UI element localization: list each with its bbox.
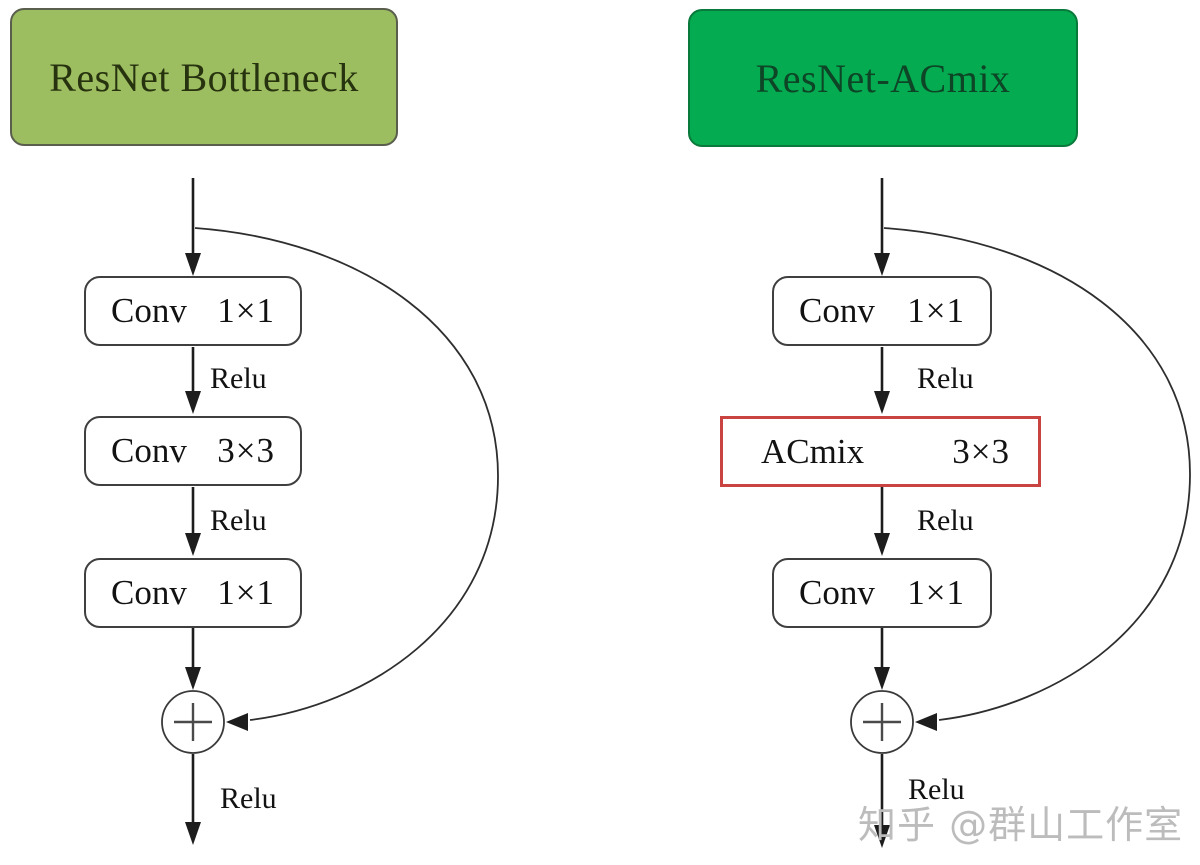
left-arrow-to-sum	[185, 628, 201, 690]
left-conv3-block: Conv 1×1	[84, 558, 302, 628]
right-output-arrow	[874, 754, 890, 848]
left-relu3-label: Relu	[220, 782, 277, 815]
left-skip-connection	[194, 227, 499, 721]
right-conv1-block: Conv 1×1	[772, 276, 992, 346]
right-skip-connection	[883, 227, 1191, 721]
left-arrow-relu1	[185, 347, 201, 414]
block-kernel-label: 1×1	[217, 291, 275, 330]
block-op-label: ACmix	[761, 431, 865, 471]
left-relu2-label: Relu	[210, 504, 267, 537]
block-op-label: Conv	[111, 431, 187, 470]
block-kernel-label: 3×3	[952, 431, 1010, 471]
right-sum-node-icon	[850, 690, 914, 754]
block-op-label: Conv	[799, 291, 875, 330]
block-op-label: Conv	[799, 573, 875, 612]
right-relu2-label: Relu	[917, 504, 974, 537]
right-arrow-relu1	[874, 347, 890, 414]
block-op-label: Conv	[111, 291, 187, 330]
block-kernel-label: 1×1	[907, 291, 965, 330]
right-arrow-to-sum	[874, 628, 890, 690]
block-kernel-label: 1×1	[217, 573, 275, 612]
left-relu1-label: Relu	[210, 362, 267, 395]
right-relu3-label: Relu	[908, 773, 965, 806]
block-op-label: Conv	[111, 573, 187, 612]
right-acmix-block: ACmix 3×3	[720, 416, 1041, 487]
left-arrow-relu2	[185, 487, 201, 556]
block-kernel-label: 1×1	[907, 573, 965, 612]
left-conv2-block: Conv 3×3	[84, 416, 302, 486]
left-input-arrow	[185, 178, 201, 276]
right-relu1-label: Relu	[917, 362, 974, 395]
right-arrow-relu2	[874, 487, 890, 556]
left-output-arrow	[185, 754, 201, 845]
left-conv1-block: Conv 1×1	[84, 276, 302, 346]
right-skip-arrowhead	[915, 713, 937, 731]
left-skip-arrowhead	[226, 713, 248, 731]
right-column-title: ResNet-ACmix	[688, 9, 1078, 147]
left-column-title: ResNet Bottleneck	[10, 8, 398, 146]
block-kernel-label: 3×3	[217, 431, 275, 470]
right-conv3-block: Conv 1×1	[772, 558, 992, 628]
left-sum-node-icon	[161, 690, 225, 754]
zhihu-watermark: 知乎 @群山工作室	[858, 803, 1184, 847]
right-input-arrow	[874, 178, 890, 276]
